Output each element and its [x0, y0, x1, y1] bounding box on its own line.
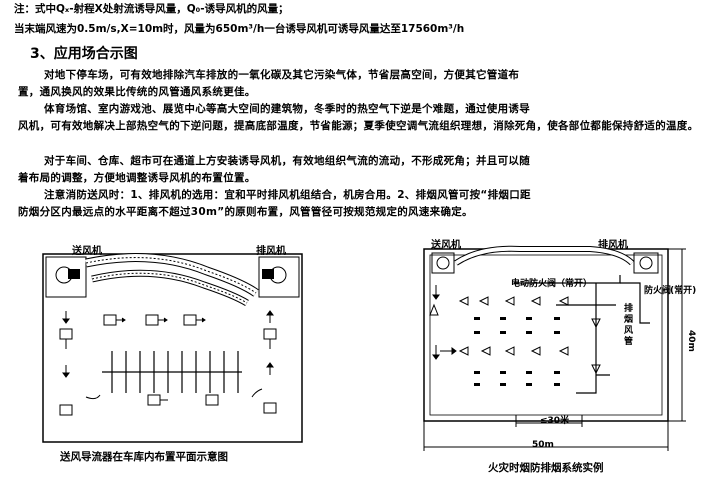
paragraph-1: 对地下停车场，可有效地排除汽车排放的一氧化碳及其它污染气体，节省层高空间，方便其…	[18, 67, 704, 101]
paragraph-3: 对于车间、仓库、超市可在通道上方安装诱导风机，有效地组织气流的流动，不形成死角；…	[18, 153, 704, 187]
paragraph-2-cont: 风机，可有效地解决上部热空气的下逆问题，提高底部温度，节省能源；夏季使空调气流组…	[18, 120, 699, 132]
paragraph-2: 体育场馆、室内游戏池、展览中心等高大空间的建筑物，冬季时的热空气下逆是个难题，通…	[18, 101, 704, 135]
paragraph-4: 注意消防送风时：1、排风机的选用：宜和平时排风机组结合，机房合用。2、排烟风管可…	[18, 187, 704, 221]
paragraph-1-first: 对地下停车场，可有效地排除汽车排放的一氧化碳及其它污染气体，节省层高空间，方便其…	[44, 69, 520, 81]
exhaust-fan-icon	[258, 256, 300, 298]
fire-damper-label: 电动防火阀（常开）	[511, 279, 593, 289]
exhaust-fan-icon	[633, 252, 659, 274]
smoke-outlets	[474, 317, 560, 386]
paragraph-4-first: 注意消防送风时：1、排风机的选用：宜和平时排风机组结合，机房合用。2、排烟风管可…	[44, 189, 531, 201]
air-volume-line: 当末端风速为0.5m/s,X=10m时，风量为650m³/h一台诱导风机可诱导风…	[14, 23, 465, 35]
flow-arrows	[62, 310, 274, 400]
paragraph-1-cont: 置，通风换风的效果比传统的风管通风系统更佳。	[18, 86, 256, 98]
right-supply-fan-label: 送风机	[431, 240, 461, 251]
paragraph-4-cont: 防烟分区内最远点的水平距离不超过30m”的原则布置，风管管径可按规范规定的风速来…	[18, 206, 473, 218]
right-figure-caption: 火灾时烟防排烟系统实例	[488, 462, 604, 474]
spacing-dimension	[515, 415, 583, 427]
parking-stripes	[102, 351, 242, 393]
airflow-curve	[85, 253, 259, 307]
formula-note: 注：式中Qₓ-射程X处射流诱导风量，Q₀-诱导风机的风量；	[14, 3, 289, 15]
normally-open-label: (常开)	[670, 286, 697, 296]
supply-fan-icon	[431, 252, 455, 274]
right-exhaust-fan-label: 排风机	[598, 240, 628, 251]
smoke-exhaust-fans	[429, 296, 601, 375]
smoke-exhaust-diagram	[423, 245, 686, 451]
paragraph-3-first: 对于车间、仓库、超市可在通道上方安装诱导风机，有效地组织气流的流动，不形成死角；…	[44, 155, 530, 167]
spacing-label: ≤30米	[540, 416, 570, 426]
garage-plan-diagram	[42, 253, 303, 443]
width-dimension	[423, 421, 669, 451]
left-exhaust-fan-label: 排风机	[256, 246, 286, 257]
paragraph-3-cont: 着布局的调整，方便地调整诱导风机的布置位置。	[18, 172, 256, 184]
height-label: 40m	[686, 330, 696, 352]
flow-arrows	[432, 285, 457, 360]
induction-fans	[59, 314, 277, 416]
exhaust-duct	[514, 275, 650, 394]
exhaust-duct-label: 排烟风管	[624, 304, 634, 347]
left-figure-caption: 送风导流器在车库内布置平面示意图	[60, 451, 228, 463]
height-dimension	[668, 248, 686, 422]
supply-fan-icon	[45, 256, 87, 298]
paragraph-2-first: 体育场馆、室内游戏池、展览中心等高大空间的建筑物，冬季时的热空气下逆是个难题，通…	[44, 103, 530, 115]
smoke-valve-label: 防火阀	[644, 286, 672, 296]
left-supply-fan-label: 送风机	[72, 246, 102, 257]
section-title: 3、应用场合示图	[30, 46, 138, 62]
width-label: 50m	[532, 440, 554, 450]
